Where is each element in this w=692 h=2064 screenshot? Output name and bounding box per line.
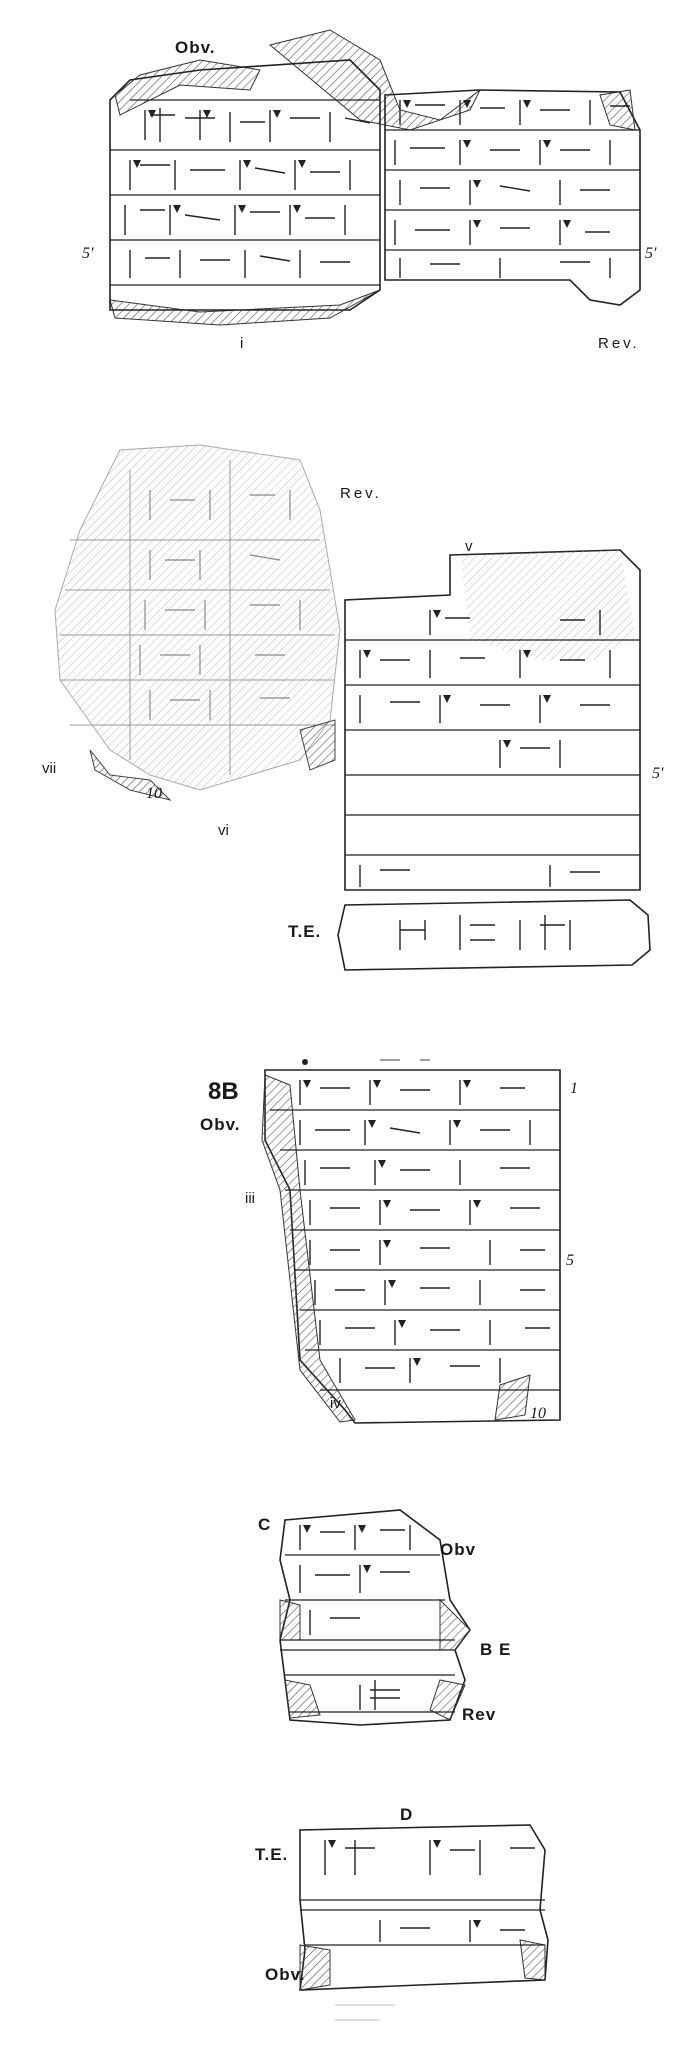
column-label-vii: vii	[42, 760, 57, 777]
line-number-1: 1	[570, 1080, 578, 1097]
top-edge-label: T.E.	[255, 1845, 289, 1864]
line-number-5: 5	[566, 1252, 574, 1269]
bottom-edge-label: B E	[480, 1640, 512, 1659]
figure-label-8b: 8B	[208, 1078, 239, 1105]
column-label-i: i	[240, 335, 244, 352]
obverse-label: Obv	[440, 1540, 477, 1559]
figure-d: D T.E. Obv.	[0, 1780, 692, 2064]
line-number-10: 10	[530, 1405, 546, 1422]
reverse-label: Rev	[462, 1705, 497, 1724]
figure-label-d: D	[400, 1805, 414, 1824]
figure-a-obverse: Obv. 5' 5' i Rev.	[0, 0, 692, 380]
line-number-left: 5'	[82, 245, 94, 262]
tablet-8b-drawing	[261, 1059, 561, 1424]
obverse-label: Obv.	[175, 38, 216, 57]
tablet-d-drawing	[299, 1824, 549, 2021]
top-edge-label: T.E.	[288, 922, 322, 941]
column-label-iv: iv	[330, 1395, 341, 1412]
figure-label-c: C	[258, 1515, 272, 1534]
line-number-10: 10	[146, 785, 162, 802]
figure-c: C Obv B E Rev	[0, 1480, 692, 1740]
tablet-a-reverse-drawing	[54, 444, 651, 971]
column-label-iii: iii	[245, 1190, 255, 1207]
column-label-v: v	[465, 538, 473, 555]
obverse-label: Obv.	[265, 1965, 306, 1984]
tablet-a-obverse-drawing	[109, 29, 641, 326]
reverse-label: Rev.	[598, 335, 640, 352]
figure-8b: 8B Obv. iii iv 1 5 10	[0, 1040, 692, 1440]
line-number-5: 5'	[652, 765, 664, 782]
column-label-vi: vi	[218, 822, 229, 839]
reverse-label: Rev.	[340, 485, 382, 502]
tablet-c-drawing	[279, 1509, 471, 1726]
figure-a-reverse: Rev. v vii vi 10 5' T.E.	[0, 430, 692, 990]
obverse-label: Obv.	[200, 1115, 241, 1134]
line-number-right: 5'	[645, 245, 657, 262]
